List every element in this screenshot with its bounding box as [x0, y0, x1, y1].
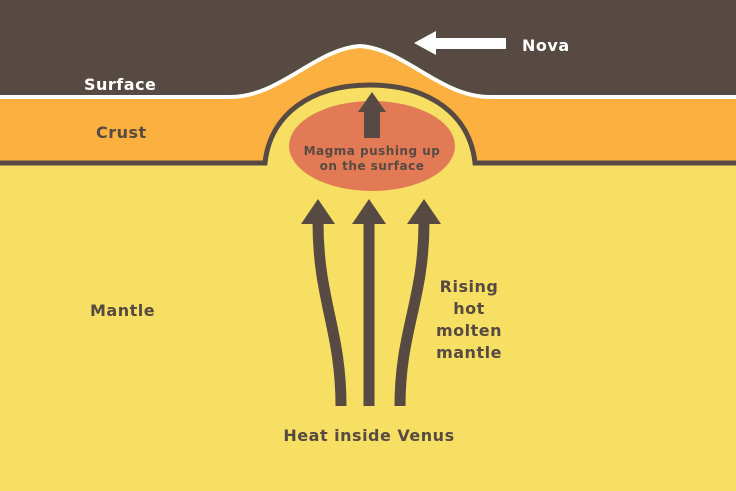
rising-caption-line3: molten	[436, 321, 502, 340]
surface-line	[0, 43, 736, 99]
crust-layer	[0, 45, 736, 163]
nova-label: Nova	[522, 36, 570, 55]
mantle-flow-arrow-left-icon	[301, 199, 347, 407]
sky-region	[0, 0, 736, 96]
magma-caption-line2: on the surface	[320, 159, 425, 173]
magma-arrow-icon	[358, 92, 386, 138]
rising-caption-line4: mantle	[436, 343, 502, 362]
crust-boundary	[0, 82, 736, 166]
crust-label: Crust	[96, 123, 147, 142]
rising-caption-line1: Rising	[440, 277, 499, 296]
heat-caption: Heat inside Venus	[283, 426, 454, 445]
surface-label: Surface	[84, 75, 156, 94]
magma-caption-line1: Magma pushing up	[304, 144, 441, 158]
mantle-flow-arrow-center-icon	[352, 199, 386, 406]
nova-arrow-icon	[414, 31, 506, 55]
mantle-flow-arrow-right-icon	[394, 199, 441, 407]
magma-chamber	[289, 101, 455, 191]
mantle-label: Mantle	[90, 301, 155, 320]
rising-caption-line2: hot	[453, 299, 485, 318]
